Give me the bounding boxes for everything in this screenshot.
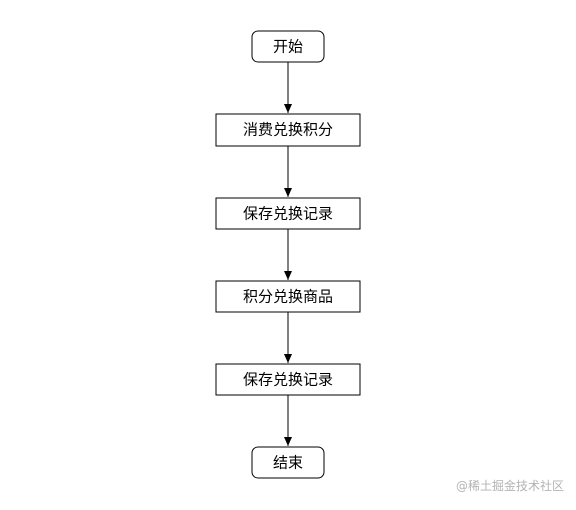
- node-start: 开始: [251, 30, 325, 63]
- node-save-record-1-label: 保存兑换记录: [243, 205, 333, 223]
- node-save-record-2: 保存兑换记录: [215, 363, 361, 396]
- node-consume-points-label: 消费兑换积分: [243, 121, 333, 139]
- node-start-label: 开始: [273, 38, 303, 56]
- node-end: 结束: [251, 446, 325, 479]
- node-redeem-goods-label: 积分兑换商品: [243, 288, 333, 306]
- watermark: @稀土掘金技术社区: [455, 479, 564, 493]
- node-save-record-2-label: 保存兑换记录: [243, 371, 333, 389]
- node-consume-points: 消费兑换积分: [215, 113, 361, 147]
- node-save-record-1: 保存兑换记录: [215, 197, 361, 230]
- node-redeem-goods: 积分兑换商品: [215, 280, 361, 313]
- node-end-label: 结束: [273, 454, 303, 472]
